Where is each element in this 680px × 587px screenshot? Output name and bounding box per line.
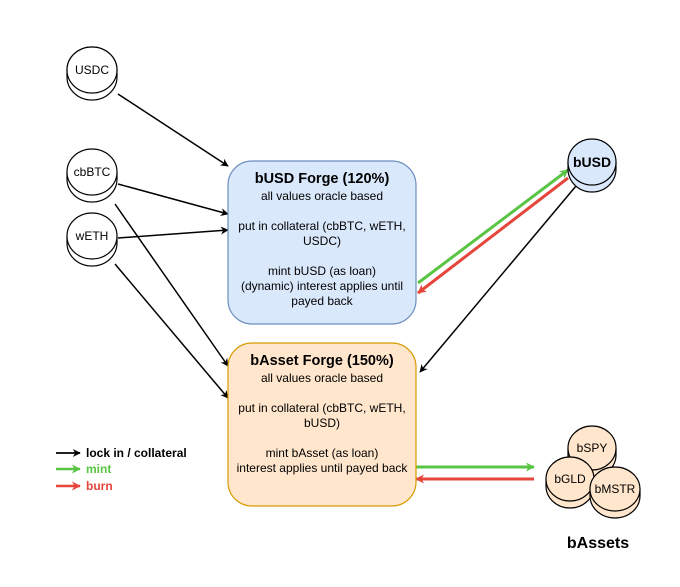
bassets-label: bAssets	[567, 535, 629, 552]
coin-bmstr-label: bMSTR	[595, 482, 636, 496]
busd-forge-line-4: USDC)	[303, 234, 341, 248]
coin-bgld: bGLD	[545, 456, 595, 509]
basset-forge-box: bAsset Forge (150%) all values oracle ba…	[227, 342, 417, 507]
arrow-usdc-to-busd-forge	[117, 93, 229, 167]
coin-weth: wETH	[66, 212, 118, 267]
legend-item-collateral: lock in / collateral	[56, 446, 187, 460]
busd-forge-rect	[227, 160, 417, 325]
arrow-weth-to-busd-forge	[117, 226, 229, 239]
burn-arrow-busd	[417, 176, 569, 295]
basset-forge-line-6: mint bAsset (as loan)	[266, 446, 379, 460]
basset-forge-line-1: all values oracle based	[261, 371, 383, 385]
coin-usdc-label: USDC	[75, 63, 109, 77]
basset-forge-line-4: bUSD)	[304, 416, 340, 430]
busd-forge-line-7: (dynamic) interest applies until	[241, 279, 403, 293]
coin-bgld-label: bGLD	[554, 472, 586, 486]
basset-forge-line-7: interest applies until payed back	[237, 461, 409, 475]
busd-forge-line-6: mint bUSD (as loan)	[268, 264, 376, 278]
arrow-cbbtc-to-busd-forge	[117, 183, 229, 216]
busd-forge-line-8: payed back	[291, 294, 353, 308]
arrow-busd-to-basset-forge	[419, 185, 577, 373]
coin-weth-label: wETH	[75, 229, 109, 243]
busd-forge-line-1: all values oracle based	[261, 189, 383, 203]
basset-forge-title: bAsset Forge (150%)	[250, 353, 394, 369]
arrow-cbbtc-to-basset-forge	[114, 203, 229, 367]
basset-forge-line-3: put in collateral (cbBTC, wETH,	[238, 401, 405, 415]
legend-collateral-label: lock in / collateral	[86, 446, 187, 460]
busd-forge-box: bUSD Forge (120%) all values oracle base…	[227, 160, 417, 325]
legend-item-mint: mint	[56, 462, 111, 476]
legend-burn-label: burn	[86, 479, 113, 493]
basset-forge-rect	[227, 342, 417, 507]
collateral-arrows	[114, 93, 577, 399]
coin-busd-label: bUSD	[573, 154, 611, 170]
coin-usdc: USDC	[66, 46, 118, 101]
busd-forge-line-3: put in collateral (cbBTC, wETH,	[238, 219, 405, 233]
mint-arrow-busd	[417, 168, 569, 285]
mint-burn-arrows	[415, 168, 569, 484]
coin-cbbtc-label: cbBTC	[74, 165, 111, 179]
busd-forge-title: bUSD Forge (120%)	[255, 171, 390, 187]
legend: lock in / collateral mint burn	[56, 446, 187, 493]
coin-cbbtc: cbBTC	[66, 148, 118, 203]
coin-bmstr: bMSTR	[589, 466, 641, 519]
coin-bspy-label: bSPY	[577, 441, 608, 455]
coin-busd: bUSD	[567, 138, 617, 193]
legend-mint-label: mint	[86, 462, 111, 476]
legend-item-burn: burn	[56, 479, 113, 493]
arrow-weth-to-basset-forge	[114, 263, 229, 399]
